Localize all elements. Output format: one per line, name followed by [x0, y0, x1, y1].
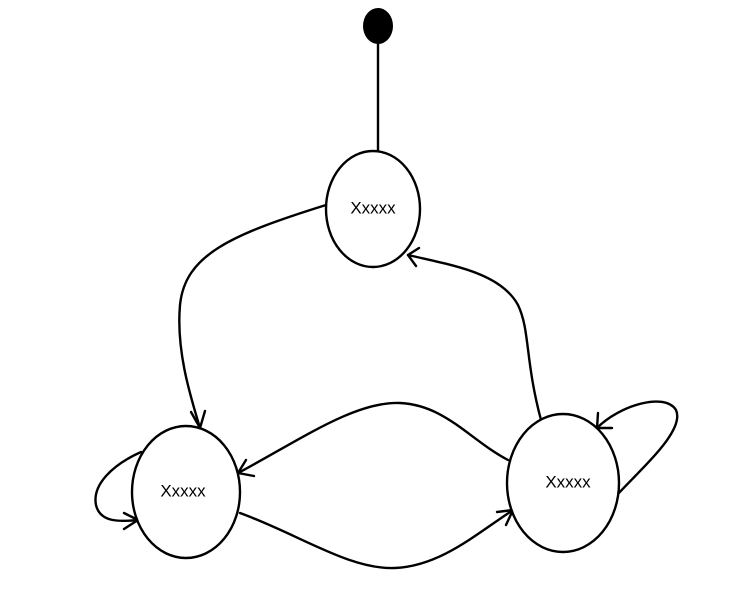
state-top: Xxxxx	[324, 149, 422, 269]
transition-right-to-left	[236, 401, 510, 475]
arrowhead-right-to-top	[406, 246, 421, 268]
transition-left-to-right	[238, 508, 515, 570]
transition-right-self-loop	[595, 400, 679, 497]
state-left-shape	[130, 424, 242, 560]
state-left-label: Xxxxx	[160, 481, 206, 500]
state-right-shape	[505, 412, 621, 554]
transition-left-self-loop	[94, 450, 143, 523]
state-left: Xxxxx	[130, 424, 242, 560]
state-right-label: Xxxxx	[545, 472, 591, 491]
transition-top-to-left	[178, 203, 328, 430]
transition-right-to-top	[406, 253, 543, 422]
state-right: Xxxxx	[505, 412, 621, 554]
state-top-label: Xxxxx	[350, 198, 396, 217]
initial-state-dot	[363, 8, 393, 44]
state-top-shape	[324, 149, 422, 269]
